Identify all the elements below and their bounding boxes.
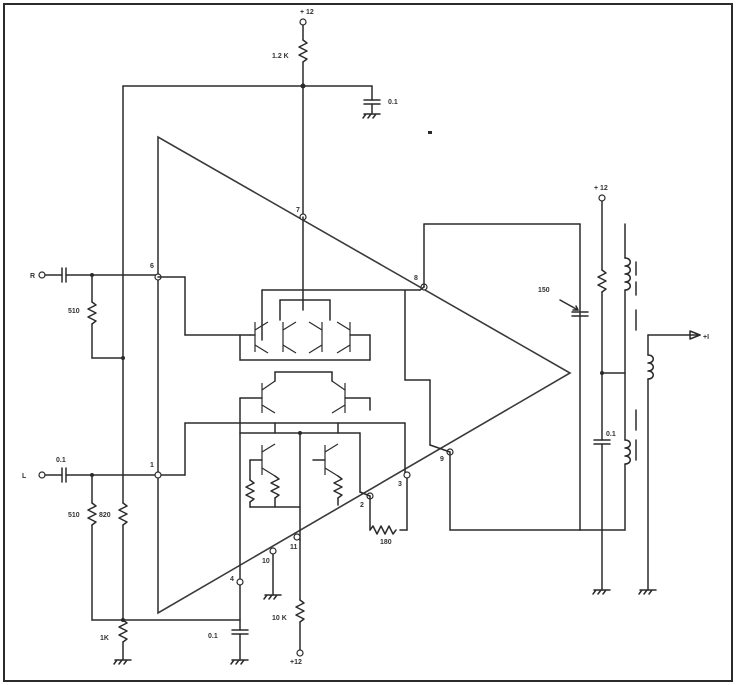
r510-label: 510	[68, 308, 80, 315]
r1k-label: 1K	[100, 635, 109, 642]
top-supply: + 12 1.2 K 0.1 7	[122, 9, 398, 221]
r820-label: 820	[99, 512, 111, 519]
c-top-label: 0.1	[388, 99, 398, 106]
resistor-1-2k	[298, 39, 308, 63]
output-label: +I	[703, 334, 709, 341]
input-l: L 0.1 1 510 820 1K	[22, 457, 241, 665]
supply-terminal-top	[299, 18, 307, 26]
ground-icon-1k	[113, 659, 132, 665]
pin-4-label: 4	[230, 576, 234, 583]
ground-icon-output	[638, 589, 657, 595]
input-r: R 510 6	[30, 263, 162, 360]
transformer-secondary	[647, 354, 654, 380]
supply-right-label: + 12	[594, 185, 608, 192]
resistor-right	[597, 269, 607, 293]
outer-border	[3, 3, 733, 682]
pin-9-label: 9	[440, 456, 444, 463]
c-bottom-label: 0.1	[208, 633, 218, 640]
r510b-label: 510	[68, 512, 80, 519]
pin-2-label: 2	[360, 502, 364, 509]
r-top-label: 1.2 K	[272, 53, 289, 60]
ground-icon-right	[592, 589, 611, 595]
pin-10-label: 10	[262, 558, 270, 565]
r180-label: 180	[380, 539, 392, 546]
resistor-510-bottom	[87, 502, 97, 526]
stray-mark	[428, 131, 432, 134]
pin-8-label: 8	[414, 275, 418, 282]
input-r-label: R	[30, 273, 35, 280]
pin-11-label: 11	[290, 544, 298, 551]
ground-icon-top	[362, 113, 381, 119]
r10k-label: 10 K	[272, 615, 287, 622]
output-tank: 150 + 12 0.1 +I	[538, 185, 709, 595]
triangle-pins: 8 9 3 2 180 11 10 10 K +12 4	[208, 223, 581, 666]
resistor-820	[118, 502, 128, 526]
c-right-label: 0.1	[606, 431, 616, 438]
c150-label: 150	[538, 287, 550, 294]
input-l-label: L	[22, 473, 27, 480]
pin-6-label: 6	[150, 263, 154, 270]
resistor-180	[369, 525, 397, 535]
ground-icon-c-bottom	[230, 659, 249, 665]
pin-7-label: 7	[296, 207, 300, 214]
resistor-510-top	[87, 301, 97, 325]
transformer-primary-top	[624, 257, 631, 291]
variable-cap-arrow	[559, 299, 579, 311]
ground-icon-pin10	[263, 594, 282, 600]
supply-top-label: + 12	[300, 9, 314, 16]
pin-3-label: 3	[398, 481, 402, 488]
pin-1-label: 1	[150, 462, 154, 469]
transistor-network	[157, 216, 421, 581]
supply-bottom-label: +12	[290, 659, 302, 666]
resistor-10k	[295, 599, 305, 623]
amplifier-triangle	[157, 135, 572, 615]
resistor-1k	[118, 619, 128, 643]
c-in-l-label: 0.1	[56, 457, 66, 464]
output-arrow-icon	[689, 330, 701, 340]
transformer-primary-bottom	[624, 439, 631, 465]
